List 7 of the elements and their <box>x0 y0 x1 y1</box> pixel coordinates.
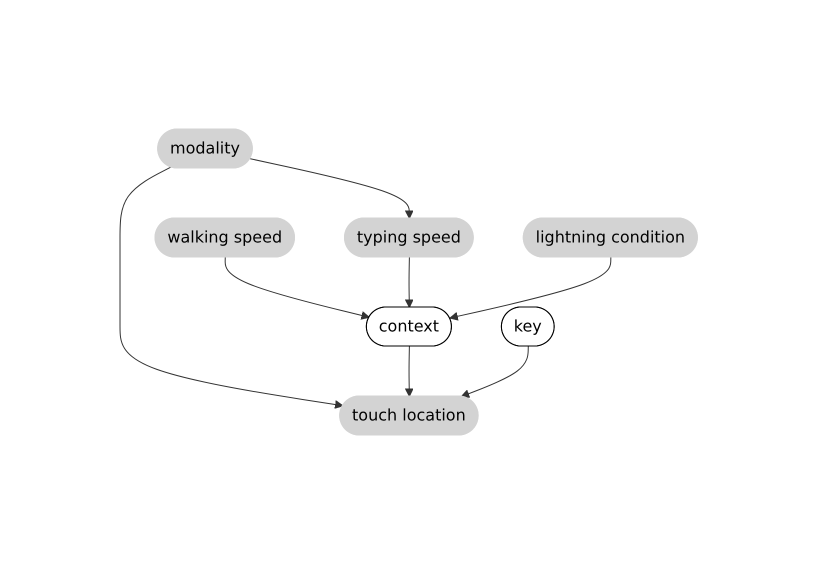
arrow <box>404 257 414 308</box>
arrow <box>250 158 414 219</box>
arrow <box>449 257 612 321</box>
arrow <box>119 166 344 409</box>
arrow <box>224 257 370 320</box>
arrow <box>404 346 414 397</box>
arrow <box>460 346 529 398</box>
